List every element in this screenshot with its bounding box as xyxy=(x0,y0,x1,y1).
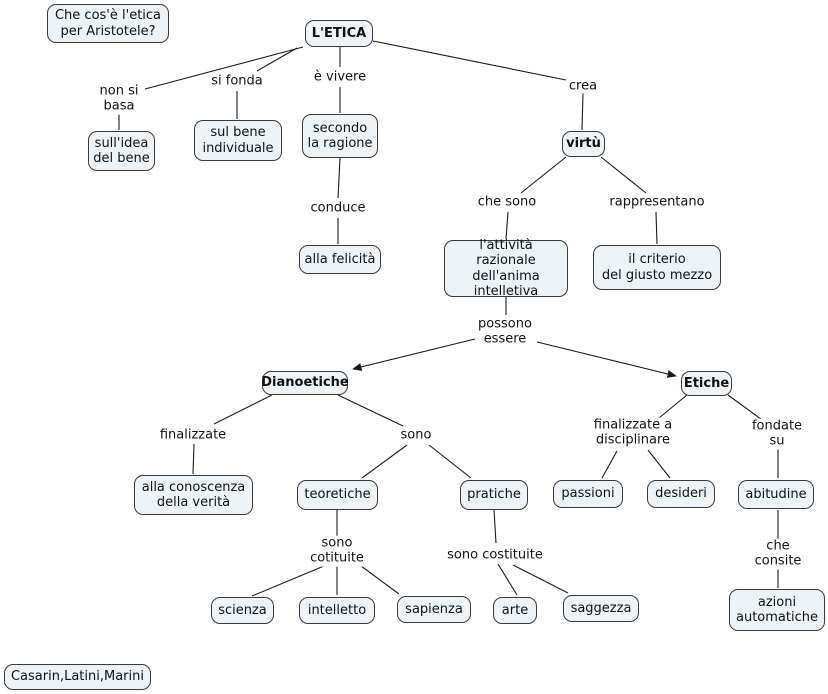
concept-node-dianoetiche[interactable]: Dianoetiche xyxy=(261,371,349,395)
link-label-sono-costituite[interactable]: sono costituite xyxy=(445,547,545,563)
concept-node-attivita[interactable]: l'attività razionale dell'anima intellet… xyxy=(444,238,568,299)
link-label-possono-essere[interactable]: possono essere xyxy=(476,316,534,348)
link-label-crea[interactable]: crea xyxy=(566,78,600,94)
link-label-rappresentano[interactable]: rappresentano xyxy=(607,194,707,210)
edge-line-30 xyxy=(601,450,618,479)
link-label-si-fonda[interactable]: si fonda xyxy=(209,73,265,89)
link-label-che-sono[interactable]: che sono xyxy=(475,194,539,210)
edge-line-26 xyxy=(493,509,497,544)
link-label-conduce[interactable]: conduce xyxy=(308,200,368,216)
concept-node-question[interactable]: Che cos'è l'etica per Aristotele? xyxy=(47,4,169,43)
concept-node-criterio[interactable]: il criterio del giusto mezzo xyxy=(593,245,721,290)
concept-node-authors[interactable]: Casarin,Latini,Marini xyxy=(4,664,151,690)
edge-line-20 xyxy=(361,444,408,479)
edge-line-25 xyxy=(360,565,400,595)
edge-line-15 xyxy=(352,338,476,371)
concept-node-sapienza[interactable]: sapienza xyxy=(397,596,471,623)
edge-line-13 xyxy=(655,211,658,245)
link-label-che-consite[interactable]: che consite xyxy=(752,538,804,570)
link-label-e-vivere[interactable]: è vivere xyxy=(311,69,369,85)
concept-node-passioni[interactable]: passioni xyxy=(553,480,623,508)
link-label-sono-cotituite[interactable]: sono cotituite xyxy=(308,535,366,567)
concept-node-etica[interactable]: L'ETICA xyxy=(305,20,373,47)
concept-node-desideri[interactable]: desideri xyxy=(647,480,715,508)
edge-line-8 xyxy=(372,40,567,81)
edge-line-31 xyxy=(647,449,671,479)
edge-line-28 xyxy=(512,564,569,594)
concept-node-azioni[interactable]: azioni automatiche xyxy=(729,589,825,631)
concept-node-secondo[interactable]: secondo la ragione xyxy=(302,114,378,158)
edge-line-23 xyxy=(251,565,325,597)
concept-node-abitudine[interactable]: abitudine xyxy=(738,480,814,509)
link-label-finalizzate[interactable]: finalizzate xyxy=(157,427,229,443)
edge-line-10 xyxy=(520,156,567,194)
concept-node-intelletto[interactable]: intelletto xyxy=(299,597,375,624)
concept-node-pratiche[interactable]: pratiche xyxy=(460,480,528,510)
edge-line-11 xyxy=(505,211,509,240)
concept-node-saggezza[interactable]: saggezza xyxy=(563,595,639,622)
edge-line-6 xyxy=(337,157,341,199)
link-label-finalizzate-a[interactable]: finalizzate a disciplinare xyxy=(591,417,675,449)
edge-line-18 xyxy=(192,443,195,475)
edge-line-27 xyxy=(497,563,518,596)
edge-line-19 xyxy=(337,394,404,427)
concept-node-sul-bene[interactable]: sul bene individuale xyxy=(194,120,282,161)
concept-node-etiche[interactable]: Etiche xyxy=(681,371,732,396)
link-label-sono[interactable]: sono xyxy=(398,427,434,443)
concept-node-teoretiche[interactable]: teoretiche xyxy=(297,480,378,510)
edge-line-2 xyxy=(256,47,298,72)
edge-line-9 xyxy=(581,92,584,131)
concept-node-sull-idea[interactable]: sull'idea del bene xyxy=(88,131,155,171)
link-label-fondate-su[interactable]: fondate su xyxy=(749,418,805,450)
concept-node-arte[interactable]: arte xyxy=(493,597,537,624)
link-label-non-si-basa[interactable]: non si basa xyxy=(97,83,141,115)
concept-node-alla-felicita[interactable]: alla felicità xyxy=(299,245,381,274)
edge-line-17 xyxy=(213,394,273,425)
concept-node-conoscenza[interactable]: alla conoscenza della verità xyxy=(134,475,253,515)
edge-line-16 xyxy=(536,341,677,378)
concept-node-virtu[interactable]: virtù xyxy=(562,131,605,157)
edge-line-12 xyxy=(600,156,647,194)
edge-line-29 xyxy=(658,394,688,419)
edge-line-21 xyxy=(428,444,472,479)
concept-node-scienza[interactable]: scienza xyxy=(211,597,274,624)
